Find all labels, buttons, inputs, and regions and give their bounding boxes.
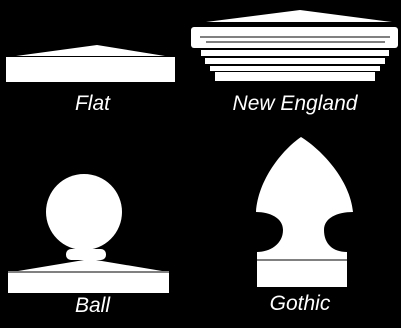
gothic-cap-shape [256, 137, 353, 287]
flat-cap-shape [6, 45, 175, 82]
flat-label: Flat [40, 92, 145, 116]
new-england-cap-shape [191, 10, 398, 81]
new-england-label: New England [205, 92, 385, 116]
ball-label: Ball [40, 294, 145, 318]
ball-cap-shape [8, 174, 169, 293]
gothic-label: Gothic [240, 292, 360, 316]
